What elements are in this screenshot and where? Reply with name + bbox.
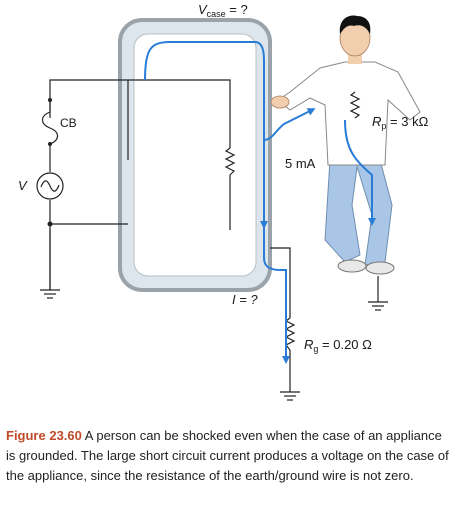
source-label: V: [18, 178, 28, 193]
caption-text: A person can be shocked even when the ca…: [6, 428, 449, 483]
cb-label: CB: [60, 116, 77, 130]
appliance-case-inner: [133, 33, 257, 277]
person-ground-icon: [368, 276, 388, 311]
ground-resistance-label: Rg = 0.20 Ω: [304, 337, 372, 354]
figure-caption: Figure 23.60 A person can be shocked eve…: [6, 426, 452, 486]
figure-label: Figure 23.60: [6, 428, 82, 443]
load-wire: [128, 79, 231, 148]
load-resistor: [224, 147, 236, 176]
top-wire: [49, 79, 128, 118]
person-resistor: [349, 91, 361, 119]
circuit-diagram: Vcase = ? CB V Rp = 3 kΩ 5 mA I = ? Rg =…: [18, 2, 429, 401]
person-current-through-body: [344, 119, 376, 226]
person-current-label: 5 mA: [285, 156, 316, 171]
circuit-breaker-symbol: [41, 100, 59, 145]
person-current-path: [263, 108, 316, 141]
ground-resistor: [284, 317, 296, 351]
source-ground-icon: [40, 289, 60, 299]
current-paths: [144, 41, 376, 364]
fault-current-to-ground: [263, 225, 290, 364]
person-resistance-label: Rp = 3 kΩ: [372, 114, 429, 131]
v-case-label: Vcase = ?: [198, 2, 248, 19]
case-ground-icon: [280, 391, 300, 401]
ground-wire: [270, 247, 291, 318]
fault-current-path: [144, 41, 268, 229]
person-figure: [270, 15, 421, 275]
fault-current-label: I = ?: [232, 292, 258, 307]
